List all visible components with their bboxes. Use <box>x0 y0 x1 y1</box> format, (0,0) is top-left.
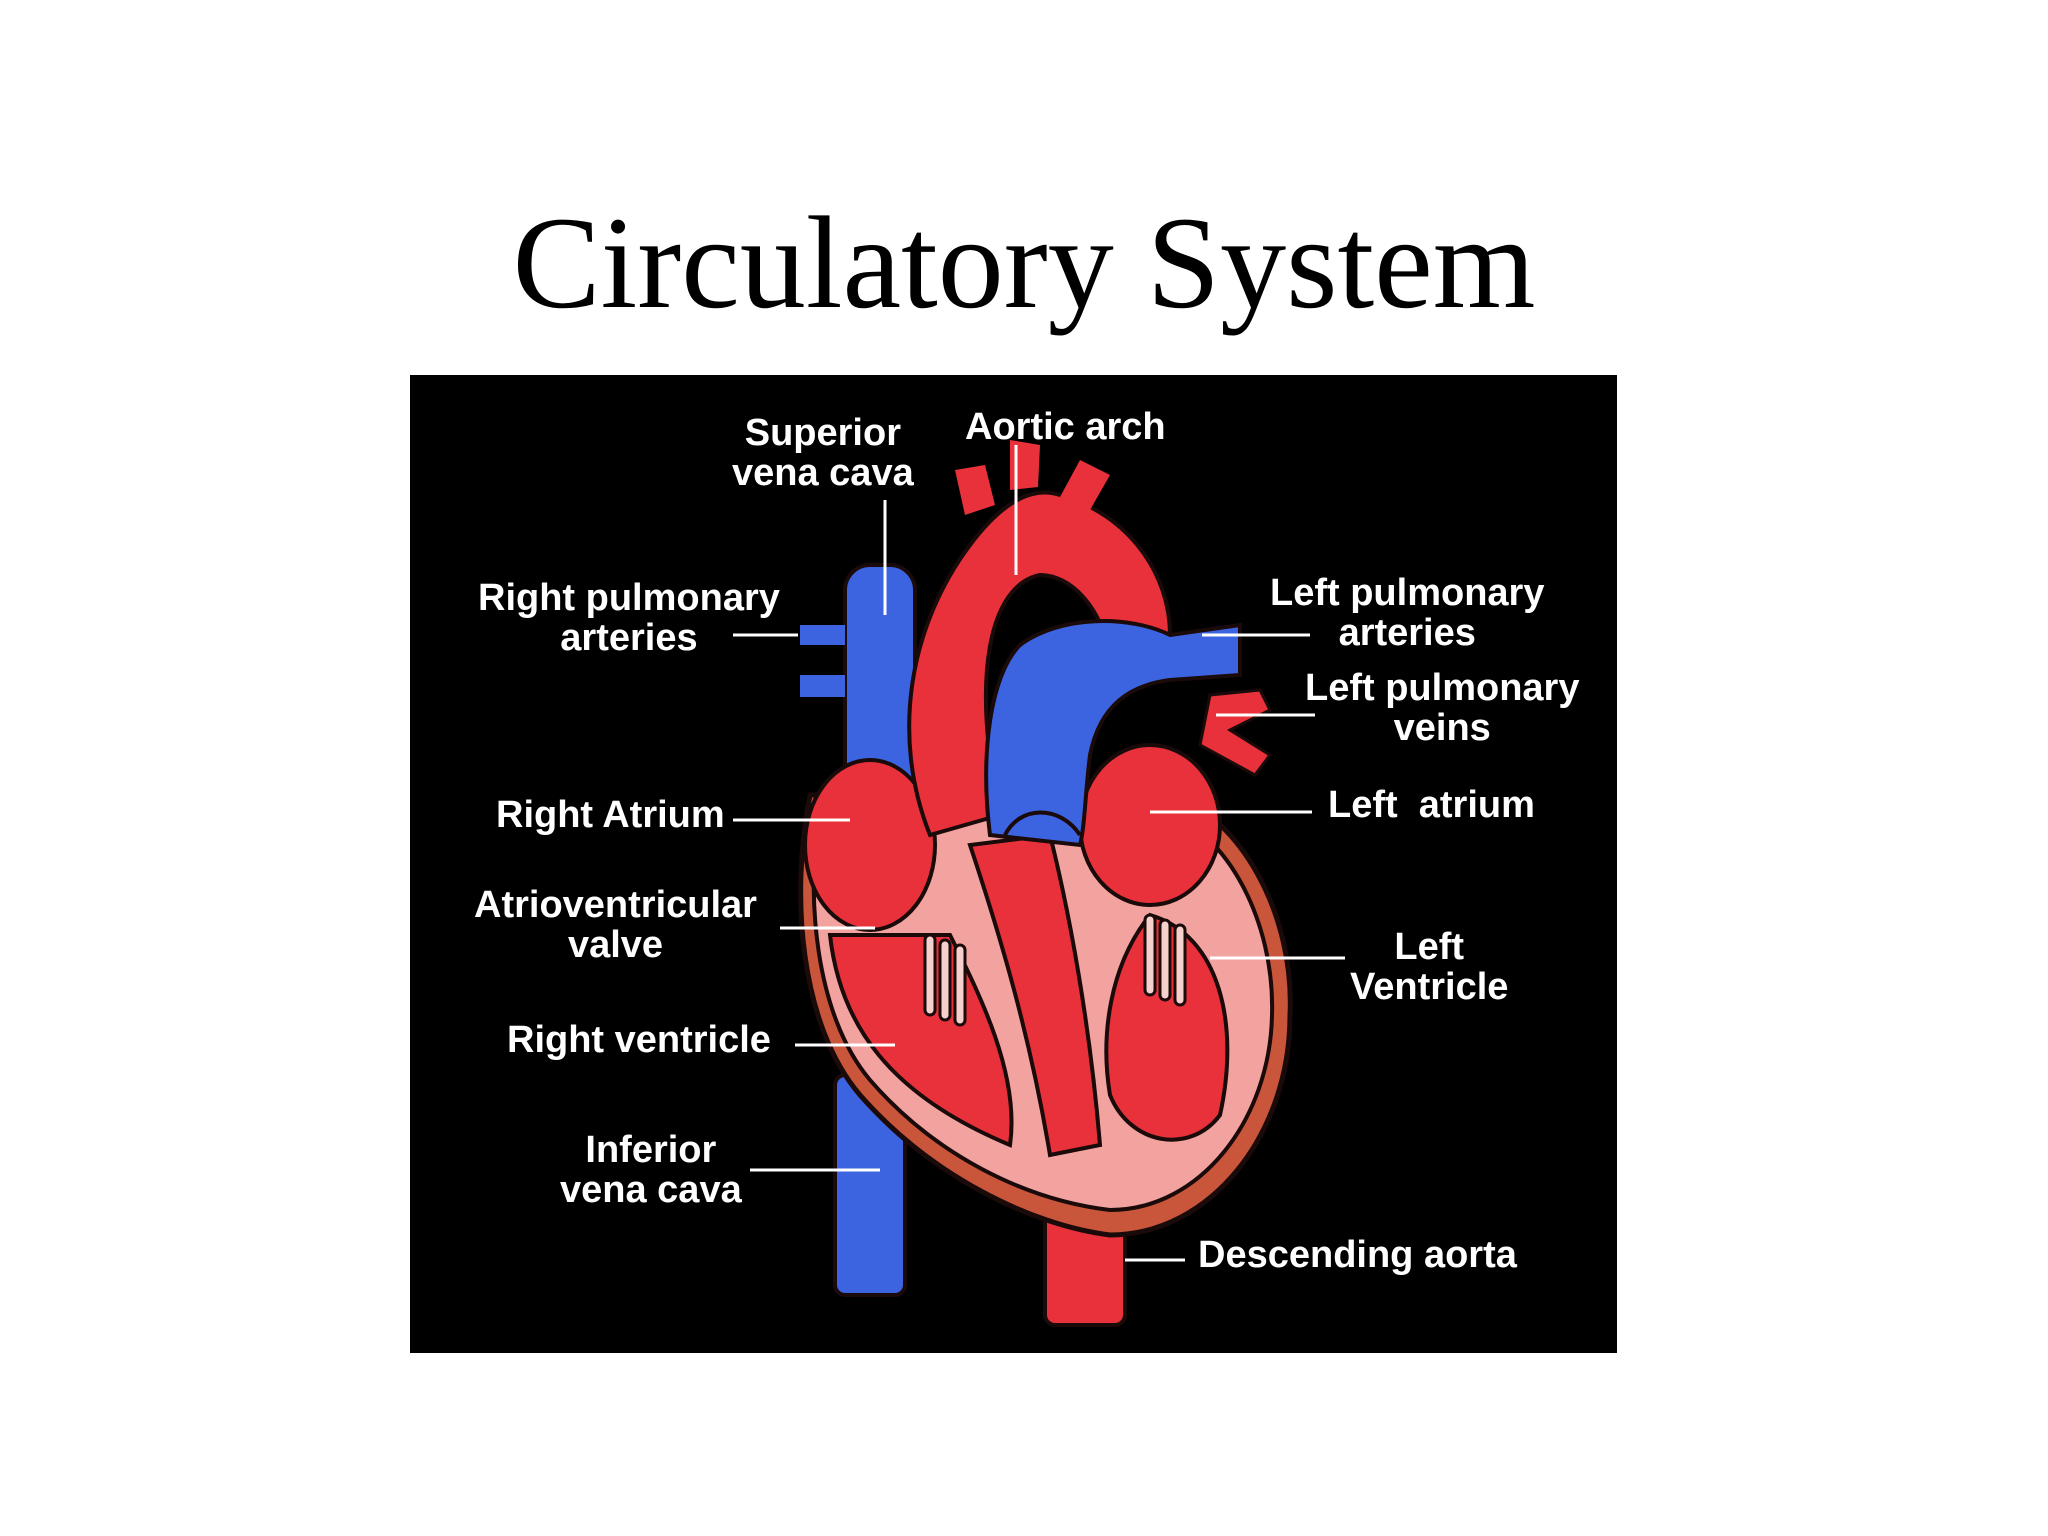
label-descending-aorta: Descending aorta <box>1198 1234 1517 1276</box>
heart-diagram: Superior vena cava Aortic arch Right pul… <box>410 375 1617 1353</box>
label-right-atrium: Right Atrium <box>496 794 725 836</box>
leader-lines <box>733 445 1345 1262</box>
left-pulmonary-veins-vessel <box>1198 688 1273 777</box>
right-pulmonary-artery-bottom <box>800 675 845 697</box>
label-left-ventricle: Left Ventricle <box>1350 926 1509 1008</box>
septum <box>967 832 1103 1158</box>
chordae-right <box>923 933 967 1027</box>
aortic-arch-vessel <box>907 490 1173 838</box>
label-left-pulmonary-veins: Left pulmonary veins <box>1305 667 1580 749</box>
right-pulmonary-artery-top <box>800 625 845 645</box>
label-right-ventricle: Right ventricle <box>507 1019 771 1061</box>
label-aortic-arch: Aortic arch <box>965 406 1166 448</box>
aortic-branch-3 <box>1060 460 1110 510</box>
slide-title: Circulatory System <box>512 189 1536 336</box>
left-ventricle-chamber <box>1104 912 1230 1142</box>
label-inferior-vena-cava: Inferior vena cava <box>560 1129 742 1211</box>
pulmonary-trunk-vessel <box>984 619 1242 848</box>
right-atrium-chamber <box>803 758 937 932</box>
chordae-left <box>1143 913 1187 1007</box>
label-right-pulmonary-arteries: Right pulmonary arteries <box>478 577 780 659</box>
label-superior-vena-cava: Superior vena cava <box>732 412 914 494</box>
heart-illustration <box>733 440 1345 1327</box>
label-left-pulmonary-arteries: Left pulmonary arteries <box>1270 572 1545 654</box>
aortic-branch-1 <box>955 465 995 515</box>
label-left-atrium: Left atrium <box>1328 784 1535 826</box>
pulmonary-valve <box>1003 810 1082 837</box>
left-atrium-chamber <box>1078 743 1222 907</box>
label-atrioventricular-valve: Atrioventricular valve <box>474 884 757 966</box>
